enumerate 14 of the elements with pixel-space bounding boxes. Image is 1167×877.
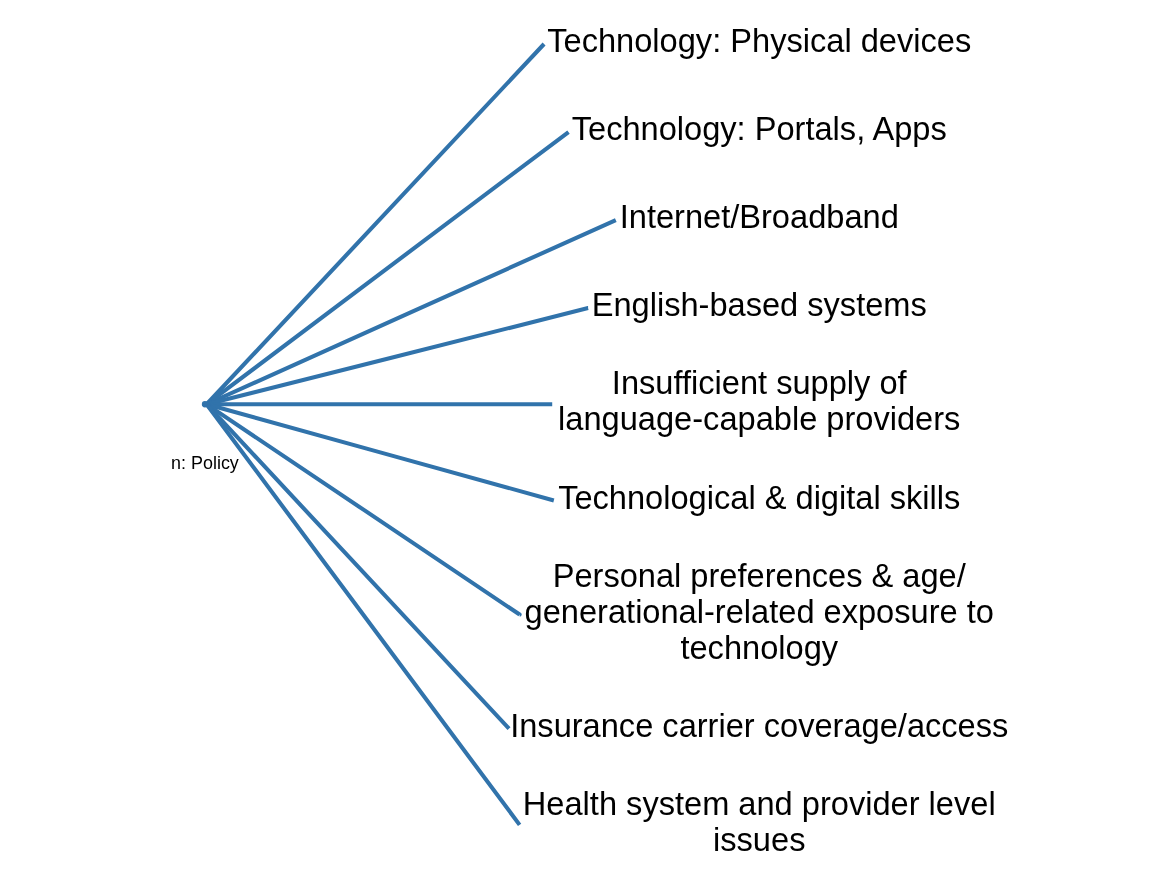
node-text: Insufficient supply of language-capable providers	[557, 364, 960, 438]
node-point	[201, 401, 208, 408]
label: n: Policy	[170, 453, 239, 474]
node-text: Technology: Physical devices	[546, 22, 971, 60]
connector	[205, 130, 570, 406]
node-text: Technological & digital skills	[557, 478, 960, 516]
node-text: Personal preferences & age/ generational-related exposure to technology	[524, 556, 994, 666]
node-text: Insurance carrier coverage/access	[509, 706, 1008, 744]
connector	[205, 404, 521, 827]
node-text: Internet/Broadband	[619, 198, 899, 236]
node-text: Technology: Portals, Apps	[571, 110, 947, 148]
connector	[205, 42, 546, 405]
node-text: Health system and provider level issues	[522, 785, 996, 858]
node-text: English-based systems	[591, 286, 927, 324]
